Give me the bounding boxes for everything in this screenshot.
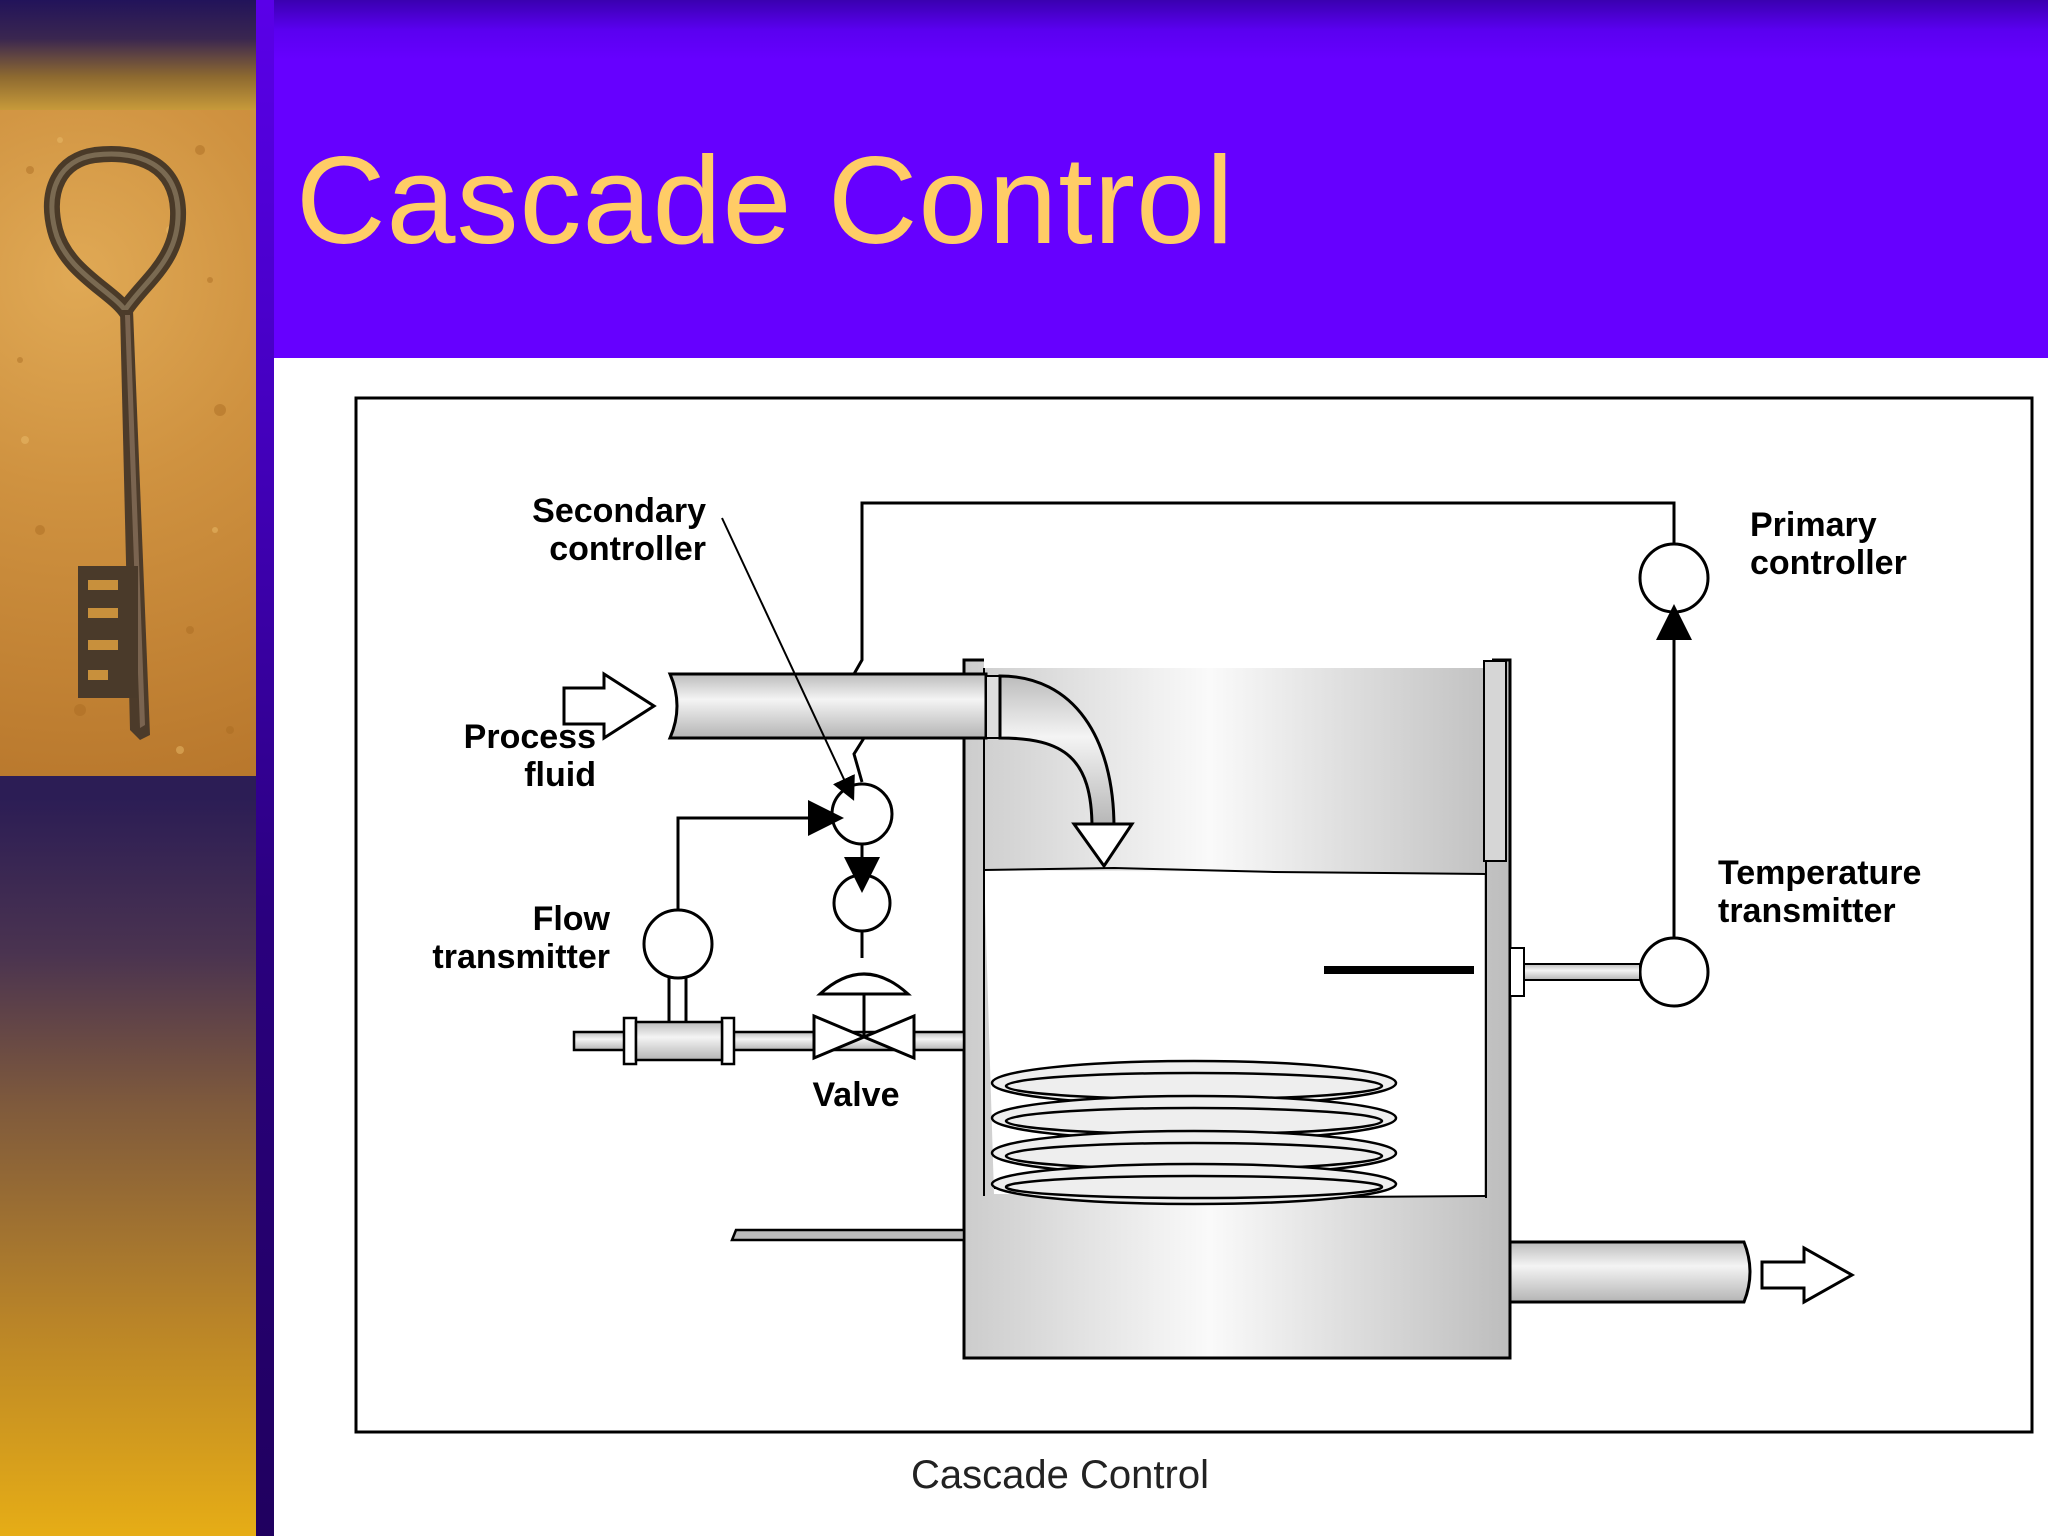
left-sidebar bbox=[0, 0, 256, 1536]
key-icon bbox=[17, 137, 234, 754]
inlet-arrow-icon bbox=[562, 671, 657, 741]
tank bbox=[962, 658, 1512, 1360]
label-temperature-transmitter-2: transmitter bbox=[1718, 892, 1896, 930]
diagram-caption: Cascade Control bbox=[911, 1453, 1209, 1497]
control-valve-icon bbox=[812, 972, 916, 1061]
primary-controller-icon bbox=[1638, 542, 1710, 614]
outlet-arrow-icon bbox=[1760, 1245, 1856, 1305]
sidebar-top-strip bbox=[0, 0, 256, 110]
sidebar-divider bbox=[256, 0, 274, 1536]
antique-key-image bbox=[0, 110, 256, 776]
title-band bbox=[274, 0, 2048, 358]
flow-signal-line bbox=[676, 800, 844, 910]
label-temperature-transmitter-1: Temperature bbox=[1718, 854, 1921, 892]
label-process-fluid-1: Process bbox=[464, 718, 596, 756]
temperature-transmitter-icon bbox=[1324, 604, 1710, 1008]
heating-coil bbox=[990, 1059, 1398, 1206]
label-primary-controller-2: controller bbox=[1750, 544, 1907, 582]
label-valve: Valve bbox=[813, 1076, 900, 1114]
cascade-control-diagram: Secondary controller Primary controller … bbox=[354, 396, 2034, 1497]
cascade-setpoint-line bbox=[852, 501, 1676, 675]
slide-title: Cascade Control bbox=[296, 132, 1235, 270]
label-secondary-controller-2: controller bbox=[549, 530, 706, 568]
outlet-pipe bbox=[1508, 1240, 1856, 1305]
label-secondary-controller-1: Secondary bbox=[532, 492, 706, 530]
label-primary-controller-1: Primary bbox=[1750, 506, 1877, 544]
label-process-fluid-2: fluid bbox=[524, 756, 596, 794]
secondary-controller-leader bbox=[721, 517, 855, 801]
flow-transmitter-icon bbox=[642, 908, 714, 1022]
label-flow-transmitter-2: transmitter bbox=[432, 938, 610, 976]
utility-line bbox=[572, 1016, 966, 1242]
label-flow-transmitter-1: Flow bbox=[533, 900, 611, 938]
inlet-pipe bbox=[562, 671, 1135, 869]
slide-content: Secondary controller Primary controller … bbox=[274, 358, 2048, 1536]
